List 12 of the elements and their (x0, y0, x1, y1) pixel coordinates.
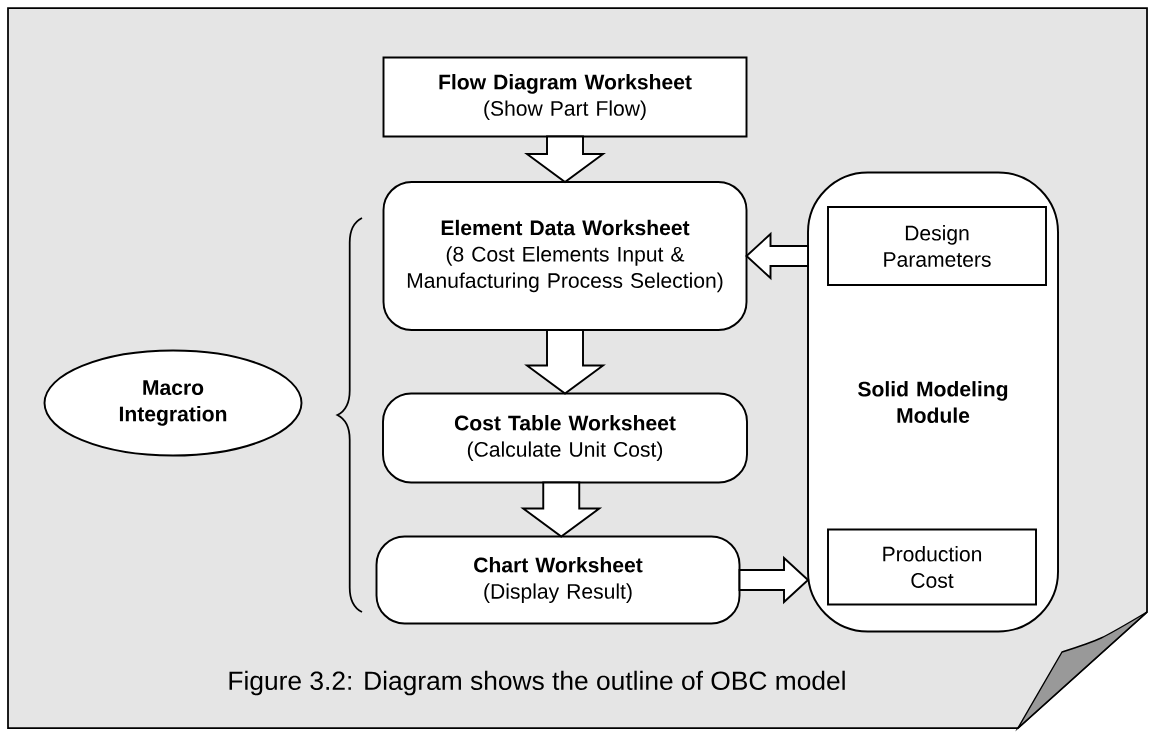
caption: Figure 3.2: Diagram shows the outline of OBC model (229, 670, 845, 696)
block-arrow (524, 135, 606, 184)
process-box: Flow Diagram Worksheet (Show Part Flow) (382, 56, 748, 138)
process-box: Chart Worksheet (Display Result) (375, 535, 741, 625)
block-arrow (520, 481, 603, 538)
inner-box: Production Cost (827, 528, 1037, 606)
block-arrow (745, 231, 809, 281)
process-box: Element Data Worksheet (8 Cost Elements Input & Manufacturing Process Selection) (382, 181, 748, 331)
inner-box: Design Parameters (827, 206, 1047, 286)
block-arrow (738, 555, 810, 605)
process-box: Cost Table Worksheet (Calculate Unit Cost) (382, 392, 748, 484)
block-arrow (524, 329, 606, 395)
